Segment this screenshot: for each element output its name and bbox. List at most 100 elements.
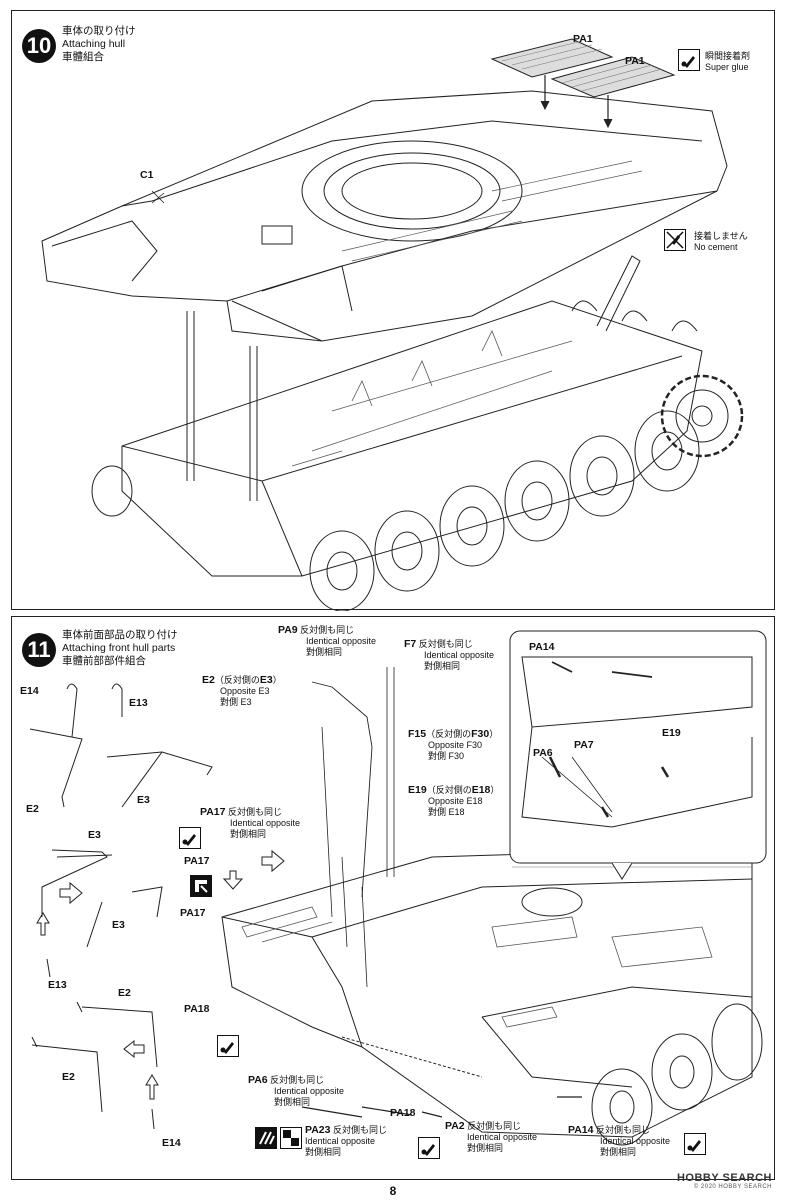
step-10-title-jp: 車体の取り付け — [62, 25, 136, 37]
cut-part-icon — [255, 1127, 277, 1149]
super-glue-note: 瞬間接着剤 Super glue — [705, 51, 750, 73]
guide-rod-right — [596, 255, 641, 332]
note-f15-en: Opposite F30 — [428, 740, 483, 750]
lower-hull — [121, 300, 703, 577]
note-pa14-jp: 反対側も同じ — [596, 1125, 651, 1135]
label-e19-inset: E19 — [662, 727, 681, 739]
note-f15-cn: 對側 F30 — [428, 751, 465, 761]
label-e3-b: E3 — [88, 829, 101, 841]
note-e19-jp-pre: （反対側の — [426, 785, 472, 795]
note-pa2-cn: 對側相同 — [467, 1143, 504, 1153]
super-glue-jp: 瞬間接着剤 — [705, 51, 751, 61]
label-e14-top: E14 — [20, 685, 39, 697]
note-f15-part: F15 — [408, 728, 427, 740]
label-pa18-b: PA18 — [390, 1107, 416, 1119]
super-glue-en: Super glue — [705, 62, 749, 72]
no-cement-note: 接着しません No cement — [694, 231, 748, 253]
note-pa14-cn: 對側相同 — [600, 1147, 637, 1157]
page-number: 8 — [389, 1184, 397, 1198]
step-number-10: 10 — [22, 29, 56, 63]
note-pa14-en: Identical opposite — [600, 1136, 671, 1146]
detail-inset-box — [509, 630, 767, 880]
label-e3-c: E3 — [112, 919, 125, 931]
label-pa14-inset: PA14 — [529, 641, 555, 653]
note-f7-cn: 對側相同 — [424, 661, 461, 671]
label-e14-b: E14 — [162, 1137, 181, 1149]
note-f7-part: F7 — [404, 638, 417, 650]
road-wheels — [91, 410, 700, 611]
label-pa6-inset: PA6 — [533, 747, 553, 759]
note-pa14: PA14 反対側も同じ Identical opposite 對側相同 — [568, 1125, 670, 1158]
watermark: HOBBY SEARCH © 2020 HOBBY SEARCH — [677, 1172, 772, 1190]
note-pa17-part: PA17 — [200, 806, 226, 818]
note-pa2-jp: 反対側も同じ — [467, 1121, 522, 1131]
note-pa23: PA23 反対側も同じ Identical opposite 對側相同 — [305, 1125, 387, 1158]
super-glue-icon-pa17 — [179, 827, 201, 849]
front-hull-drawing — [29, 630, 767, 1146]
hand-rails-left — [29, 683, 213, 1130]
step-10-title: 車体の取り付け Attaching hull 車體組合 — [62, 25, 136, 64]
note-e2-opposite: E2（反対側のE3） Opposite E3 對側 E3 — [202, 675, 282, 708]
note-e2-jp-post: ） — [272, 675, 282, 685]
label-pa18-a: PA18 — [184, 1003, 210, 1015]
super-glue-icon-pa18 — [217, 1035, 239, 1057]
super-glue-icon — [678, 49, 700, 71]
note-e2-part2: E3 — [259, 674, 273, 686]
note-f15-jp-post: ） — [489, 729, 499, 739]
note-f7-jp: 反対側も同じ — [418, 639, 473, 649]
label-pa1-b: PA1 — [625, 55, 645, 67]
note-pa2-part: PA2 — [445, 1120, 465, 1132]
guide-rods — [186, 311, 258, 501]
label-e13-top: E13 — [129, 697, 148, 709]
label-pa1-a: PA1 — [573, 33, 593, 45]
label-pa7-inset: PA7 — [574, 739, 594, 751]
note-pa23-en: Identical opposite — [305, 1136, 376, 1146]
note-f15-jp-pre: （反対側の — [426, 729, 472, 739]
note-pa9-part: PA9 — [278, 624, 298, 636]
return-rollers — [571, 300, 698, 332]
note-pa23-cn: 對側相同 — [305, 1147, 342, 1157]
upper-hull — [41, 90, 728, 342]
label-e2-d: E2 — [62, 1071, 75, 1083]
hull-drawing — [41, 38, 744, 611]
label-e13-b: E13 — [48, 979, 67, 991]
note-pa14-part: PA14 — [568, 1124, 594, 1136]
label-c1: C1 — [140, 169, 154, 181]
note-pa23-part: PA23 — [305, 1124, 331, 1136]
step-11-title-en: Attaching front hull parts — [62, 642, 176, 654]
note-pa23-jp: 反対側も同じ — [333, 1125, 388, 1135]
note-e19-cn: 對側 E18 — [428, 807, 465, 817]
note-e2-jp-pre: （反対側の — [214, 675, 260, 685]
label-pa17-b: PA17 — [180, 907, 206, 919]
label-pa17-a: PA17 — [184, 855, 210, 867]
note-pa9-jp: 反対側も同じ — [300, 625, 355, 635]
drive-sprocket — [660, 374, 744, 458]
label-e2-c: E2 — [118, 987, 131, 999]
note-f7: F7 反対側も同じ Identical opposite 對側相同 — [404, 639, 494, 672]
pa1-mesh-plates — [490, 38, 676, 129]
note-e2-cn: 對側 E3 — [220, 697, 252, 707]
note-e19-part: E19 — [408, 784, 427, 796]
note-pa17-jp: 反対側も同じ — [228, 807, 283, 817]
step-11-title-cn: 車體前部部件組合 — [62, 655, 146, 667]
note-e19: E19（反対側のE18） Opposite E18 對側 E18 — [408, 785, 499, 818]
note-pa9-en: Identical opposite — [306, 636, 377, 646]
note-e2-en: Opposite E3 — [220, 686, 270, 696]
peel-off-icon — [190, 875, 212, 897]
no-cement-icon — [664, 229, 686, 251]
note-pa9: PA9 反対側も同じ Identical opposite 對側相同 — [278, 625, 376, 658]
note-pa17-cn: 對側相同 — [230, 829, 267, 839]
note-e19-part2: E18 — [471, 784, 491, 796]
step-11-title: 車体前面部品の取り付け Attaching front hull parts 車… — [62, 629, 178, 668]
note-f15: F15（反対側のF30） Opposite F30 對側 F30 — [408, 729, 498, 762]
step-10-panel: 10 車体の取り付け Attaching hull 車體組合 — [11, 10, 775, 611]
step-10-title-cn: 車體組合 — [62, 51, 104, 63]
note-pa9-cn: 對側相同 — [306, 647, 343, 657]
step-number-11: 11 — [22, 633, 56, 667]
step-11-panel: 11 車体前面部品の取り付け Attaching front hull part… — [11, 616, 775, 1180]
note-pa2: PA2 反対側も同じ Identical opposite 對側相同 — [445, 1121, 537, 1154]
label-e2-left: E2 — [26, 803, 39, 815]
note-pa6-cn: 對側相同 — [274, 1097, 311, 1107]
front-wheels — [591, 1003, 763, 1146]
step-11-title-jp: 車体前面部品の取り付け — [62, 629, 178, 641]
